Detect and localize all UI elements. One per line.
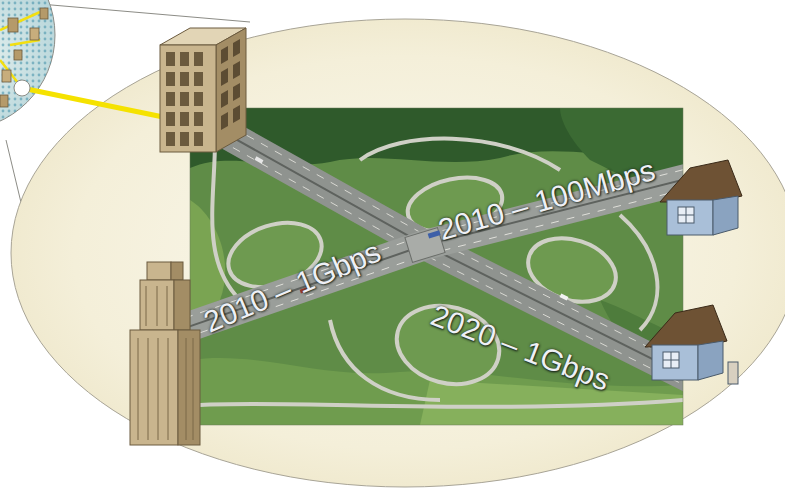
house (660, 160, 742, 235)
house (645, 305, 738, 384)
fiber-link (22, 88, 168, 118)
globe (0, 0, 55, 130)
speed-label: 2010 – 100Mbps (435, 155, 658, 245)
callout-line (40, 4, 250, 22)
area-ellipse (11, 19, 785, 487)
link-node (14, 80, 30, 96)
speed-label: 2020 – 1Gbps (427, 300, 614, 396)
skyscraper (130, 262, 200, 445)
speed-label: 2010 – 1Gbps (199, 236, 384, 337)
office-building (160, 28, 246, 152)
interchange-photo (190, 108, 683, 425)
